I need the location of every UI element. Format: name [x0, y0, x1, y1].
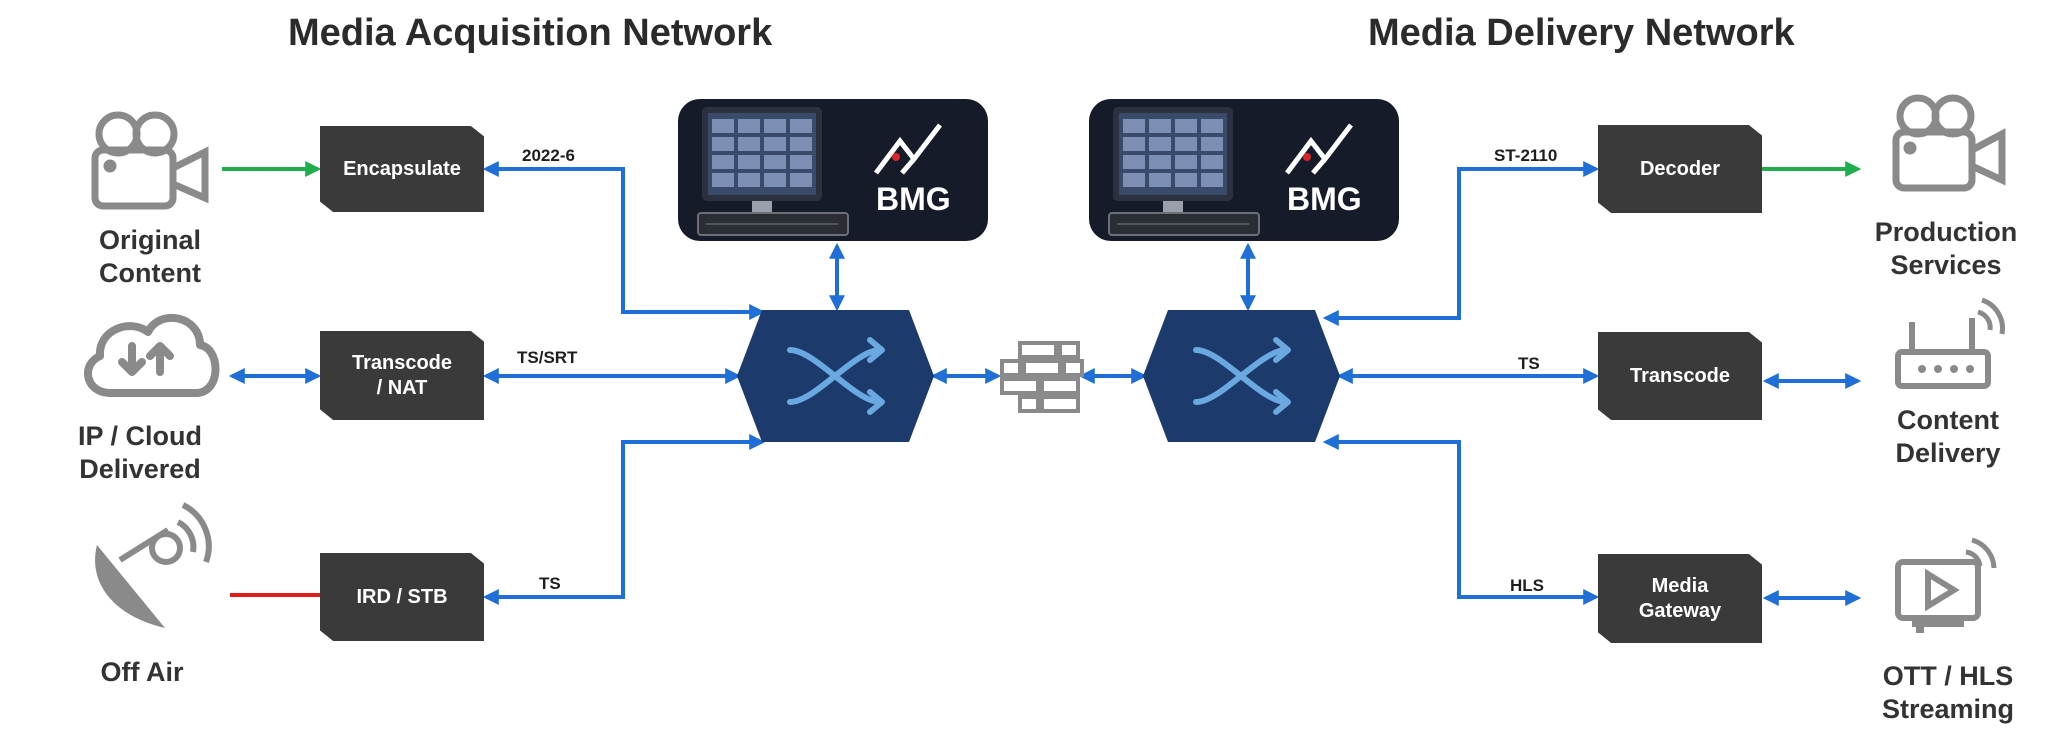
link-ird-switch — [482, 434, 766, 605]
edge-label-hls: HLS — [1510, 576, 1544, 595]
crossing-arrows-switch-icon — [1193, 337, 1291, 415]
destination-label-ott-hls: OTT / HLS Streaming — [1881, 661, 2015, 724]
transcode-box[interactable]: Transcode — [1598, 332, 1762, 420]
bmg-workstation-image — [697, 107, 849, 236]
edge-label-ts-srt: TS/SRT — [517, 348, 578, 367]
bmg-label-right: BMG — [1287, 181, 1362, 217]
crossing-arrows-switch-icon — [787, 337, 885, 415]
right-switch — [1143, 310, 1340, 442]
bmg-logo-icon — [1285, 123, 1353, 175]
destination-label-production-services: Production Services — [1874, 217, 2018, 280]
bmg-logo-icon — [874, 123, 942, 175]
satellite-dish-icon — [95, 502, 212, 628]
wireless-router-icon — [1895, 297, 2005, 389]
source-label-original-content: Original Content — [98, 225, 201, 288]
bmg-panel-left[interactable]: BMG — [678, 99, 988, 241]
video-camera-icon — [91, 111, 209, 210]
delivery-network-title: Media Delivery Network — [1368, 12, 1795, 54]
edge-label-st-2110: ST-2110 — [1494, 146, 1558, 165]
media-gateway-box[interactable]: Media Gateway — [1598, 554, 1762, 643]
left-switch — [737, 310, 934, 442]
firewall-bricks-icon — [1000, 341, 1084, 413]
edge-label-2022-6: 2022-6 — [522, 146, 575, 165]
transcode-nat-box[interactable]: Transcode / NAT — [320, 331, 484, 420]
source-label-off-air: Off Air — [100, 657, 184, 687]
video-camera-icon — [1892, 94, 2006, 192]
decoder-box[interactable]: Decoder — [1598, 125, 1762, 213]
destination-label-content-delivery: Content Delivery — [1895, 405, 2001, 468]
edge-label-ts-acq: TS — [539, 574, 561, 593]
edge-label-ts-del: TS — [1518, 354, 1540, 373]
bmg-label-left: BMG — [876, 181, 951, 217]
cloud-upload-download-icon — [84, 313, 220, 397]
encapsulate-box[interactable]: Encapsulate — [320, 126, 484, 212]
ird-stb-box[interactable]: IRD / STB — [320, 553, 484, 641]
source-label-ip-cloud: IP / Cloud Delivered — [77, 421, 202, 484]
link-switch-decoder — [1322, 161, 1600, 326]
link-encapsulate-switch — [482, 161, 766, 320]
acquisition-network-title: Media Acquisition Network — [288, 12, 773, 54]
link-switch-gateway — [1322, 434, 1600, 605]
bmg-panel-right[interactable]: BMG — [1089, 99, 1399, 241]
bmg-workstation-image — [1108, 107, 1260, 236]
streaming-monitor-icon — [1895, 537, 1997, 633]
